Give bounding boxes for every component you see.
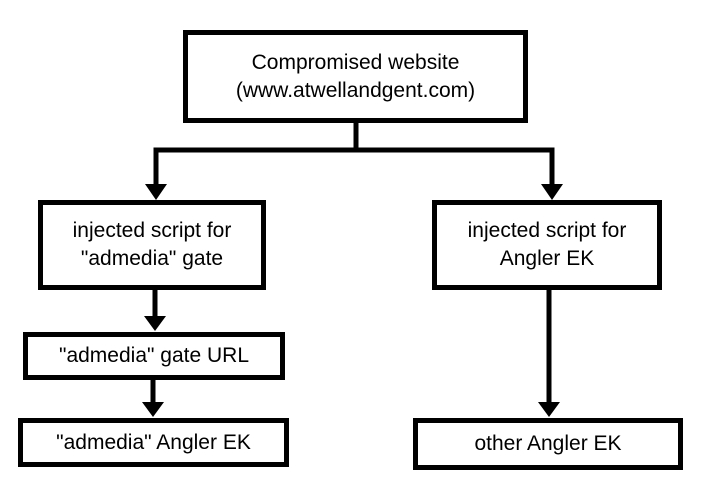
node-injected-script-admedia: injected script for "admedia" gate [38, 200, 266, 290]
arrowhead-right-branch [541, 184, 563, 200]
node-admedia-angler-ek: "admedia" Angler EK [18, 418, 289, 467]
node-text-line: "admedia" Angler EK [56, 430, 251, 454]
node-admedia-gate-url: "admedia" gate URL [23, 332, 285, 380]
node-text-line: "admedia" gate [80, 247, 224, 270]
node-other-angler-ek: other Angler EK [413, 418, 683, 470]
arrowhead-gateurl [144, 316, 166, 331]
node-text-line: other Angler EK [474, 432, 622, 455]
node-compromised-website: Compromised website (www.atwellandgent.c… [183, 30, 528, 123]
arrowhead-other-angler [538, 402, 560, 417]
node-text-line: Compromised website [251, 50, 460, 74]
node-text-line: (www.atwellandgent.com) [235, 78, 476, 102]
arrowhead-adm-angler [142, 402, 164, 417]
arrowhead-left-branch [145, 184, 167, 200]
node-injected-script-angler: injected script for Angler EK [432, 200, 662, 290]
node-text-line: Angler EK [499, 247, 595, 270]
node-text-line: injected script for [467, 219, 627, 242]
node-text-line: injected script for [72, 219, 232, 242]
node-text-line: "admedia" gate URL [58, 344, 249, 367]
